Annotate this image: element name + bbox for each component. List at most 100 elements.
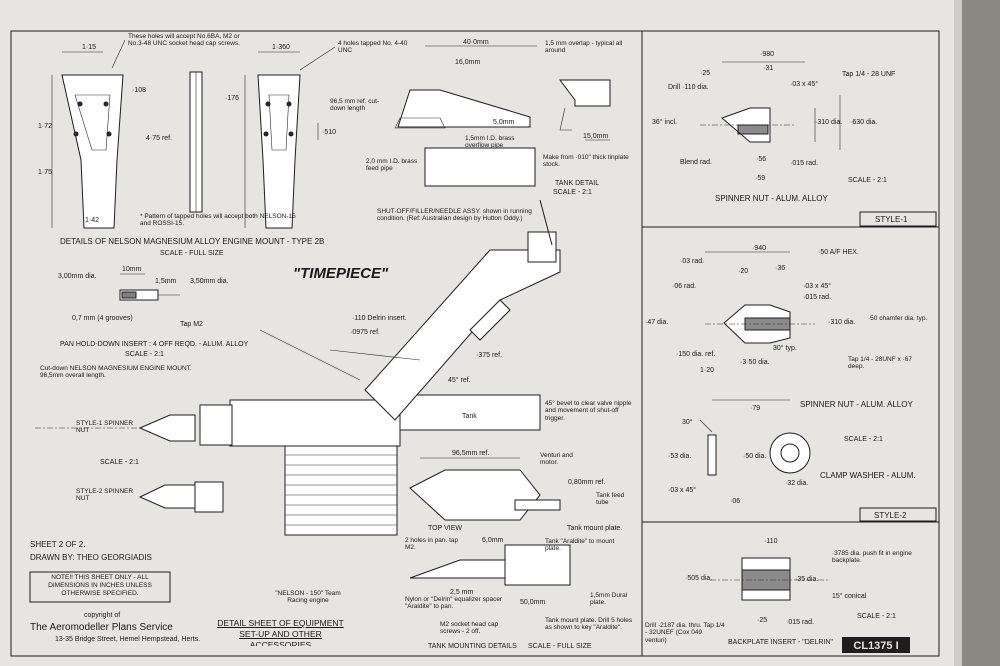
drawn-by: DRAWN BY: THEO GEORGIADIS xyxy=(30,553,152,562)
washer-dim-32: ·32 dia. xyxy=(785,480,808,487)
dim-45: 45° ref. xyxy=(448,376,471,384)
engine-crankcase xyxy=(229,399,401,447)
tank-mount-top-view xyxy=(409,469,541,521)
cutdown-note: 96,5 mm ref. cut-down length xyxy=(330,98,380,113)
shutoff-note: SHUT-OFF/FILLER/NEEDLE ASSY. shown in ru… xyxy=(377,208,532,223)
sp2-dim-150: ·150 dia. ref. xyxy=(676,351,715,358)
pan-dim-300: 3,00mm dia. xyxy=(58,273,97,280)
sp2-dim-06rad: ·06 rad. xyxy=(672,283,696,290)
sp2-dim-36: ·36 xyxy=(775,265,785,272)
publisher-name: The Aeromodeller Plans Service xyxy=(30,622,173,633)
tank-overflow-note: 1,5mm I.D. brass overflow pipe xyxy=(465,135,515,150)
washer-dim-06: ·06 xyxy=(730,498,740,505)
mount-dim-4: ·176 xyxy=(225,95,239,102)
mt-dural: 1,5mm Dural plate. xyxy=(590,592,628,607)
tank-mounting-detail: 96,5mm ref. Venturi and motor. 0,80mm re… xyxy=(405,450,632,650)
mount-dim-6: 1·75 xyxy=(38,169,52,176)
sp2-dim-chamfer: ·03 x 45° xyxy=(803,282,831,290)
sp1-dim-25: ·25 xyxy=(700,70,710,77)
tank-feed-note: 2,0 mm I.D. brass feed pipe xyxy=(366,158,418,173)
mt-080: 0,80mm ref. xyxy=(568,479,605,486)
sheet-border xyxy=(10,30,940,657)
mt-plate: Tank mount plate. xyxy=(567,525,622,532)
pan-dim-15: 1,5mm xyxy=(155,278,177,285)
page-shadow xyxy=(960,0,1000,666)
bp-dim-35: ·35 dia. xyxy=(795,576,818,583)
shutoff-assembly-body xyxy=(364,249,561,421)
copyright-label: copyright of xyxy=(84,612,120,619)
mt-25: 2,5 mm xyxy=(450,589,474,596)
pan-insert-detail: 3,00mm dia. 10mm 1,5mm 3,50mm dia. 0,7 m… xyxy=(58,266,249,358)
washer-side-view xyxy=(707,434,717,476)
tank-tinplate-note: Make from ·010" thick tinplate stock. xyxy=(543,154,629,169)
sp1-dim-angle: 36° incl. xyxy=(652,118,677,126)
bp-drill-note: Drill ·2187 dia. thru. Tap 1/4 - 32UNEF … xyxy=(645,622,725,644)
mt-holes: 2 holes in pan. tap M2. xyxy=(405,537,459,552)
cutdown-mount-note: Cut-down NELSON MAGNESIUM ENGINE MOUNT. … xyxy=(40,365,192,380)
mt-venturi: Venturi and motor. xyxy=(540,452,573,467)
washer-dim-chamfer: ·03 x 45° xyxy=(668,486,696,494)
sp1-dim-blend: Blend rad. xyxy=(680,159,712,166)
mount-dim-7: 4·75 ref. xyxy=(146,135,172,142)
sp1-dim-015: ·015 rad. xyxy=(790,160,818,167)
pan-dim-10: 10mm xyxy=(122,266,142,273)
style1-label: STYLE-1 SPINNER NUT xyxy=(76,420,134,435)
note-box xyxy=(29,571,171,603)
sp2-dim-015: ·015 rad. xyxy=(803,294,831,301)
engine-cylinder xyxy=(284,444,398,536)
mount-rear-view xyxy=(257,74,301,229)
mount-dim-5: 1·72 xyxy=(38,123,52,130)
bevel-note: 45° bevel to clear valve nipple and move… xyxy=(545,400,632,422)
bp-conical: 15° conical xyxy=(832,592,867,600)
tank-dim-3: 5,0mm xyxy=(493,119,515,126)
sp2-dim-350: ·3·50 dia. xyxy=(740,359,770,366)
tank-overlap-note: 1,5 mm overlap - typical all around xyxy=(545,40,623,55)
sp2-dim-hex: ·50 A/F HEX. xyxy=(818,249,859,256)
sp1-scale: SCALE - 2:1 xyxy=(848,177,887,184)
plan-number: CL1375 I xyxy=(853,640,898,652)
mt-965: 96,5mm ref. xyxy=(452,450,489,457)
sp1-dim-980: ·980 xyxy=(760,51,774,58)
sp2-title: SPINNER NUT - ALUM. ALLOY xyxy=(800,400,913,409)
title-block: SHEET 2 OF 2. DRAWN BY: THEO GEORGIADIS … xyxy=(29,540,910,653)
mt-feedtube: Tank feed tube xyxy=(596,492,625,507)
washer-face-inner xyxy=(780,443,800,463)
sp2-dim-20: ·20 xyxy=(738,268,748,275)
spinner-style2-detail: ·940 ·50 A/F HEX. ·03 rad. ·20 ·36 ·03 x… xyxy=(645,245,928,520)
sp1-dim-31: ·31 xyxy=(763,65,773,72)
washer-dim-30: 30° xyxy=(682,418,693,426)
bp-dim-505: ·505 dia. xyxy=(685,575,712,582)
style2-label: STYLE-2 SPINNER NUT xyxy=(76,488,134,503)
mount-front-view xyxy=(61,74,124,229)
bp-dim-110: ·110 xyxy=(764,538,778,545)
pan-scale: SCALE - 2:1 xyxy=(125,351,164,358)
mount-title: DETAILS OF NELSON MAGNESIUM ALLOY ENGINE… xyxy=(60,237,324,246)
tank-title: TANK DETAIL xyxy=(555,180,599,187)
page-edge xyxy=(954,0,962,666)
tank-end-view xyxy=(559,79,611,107)
bp-scale: SCALE - 2:1 xyxy=(857,613,896,620)
mount-dim-9: ·510 xyxy=(322,129,336,136)
pan-dim-350: 3,50mm dia. xyxy=(190,278,229,285)
tank-detail: 40·0mm 16,0mm 5,0mm 15,0mm 1,5 mm overla… xyxy=(366,39,629,196)
clamp-washer-detail: 30° ·53 dia. ·50 dia. ·03 x 45° ·06 ·32 … xyxy=(668,418,916,505)
sheet-number: SHEET 2 OF 2. xyxy=(30,540,85,549)
engine-note: "NELSON - 150" Team Racing engine xyxy=(275,590,341,605)
dim-0975: ·0975 ref. xyxy=(350,329,380,336)
tank-dim-1: 40·0mm xyxy=(463,39,489,46)
sp2-dim-50chamfer: ·50 chamfer dia. typ. xyxy=(868,315,928,322)
style1-spinner-nut xyxy=(138,414,196,442)
sp2-scale: SCALE - 2:1 xyxy=(844,436,883,443)
tank-label: Tank xyxy=(462,413,477,420)
washer-title: CLAMP WASHER - ALUM. xyxy=(820,471,916,480)
bp-dim-015: ·015 rad. xyxy=(786,619,814,626)
sp2-dim-940: ·940 xyxy=(752,245,766,252)
backplate-insert-detail: ·110 ·505 dia. ·35 dia. ·25 ·015 rad. ·3… xyxy=(645,538,912,646)
mount-dim-1: 1·15 xyxy=(82,44,96,51)
sp2-dim-120: 1·20 xyxy=(700,367,714,374)
pattern-note: * Pattern of tapped holes will accept bo… xyxy=(140,213,296,228)
sp1-title: SPINNER NUT - ALUM. ALLOY xyxy=(715,194,828,203)
sp1-dim-59: ·59 xyxy=(755,175,765,182)
